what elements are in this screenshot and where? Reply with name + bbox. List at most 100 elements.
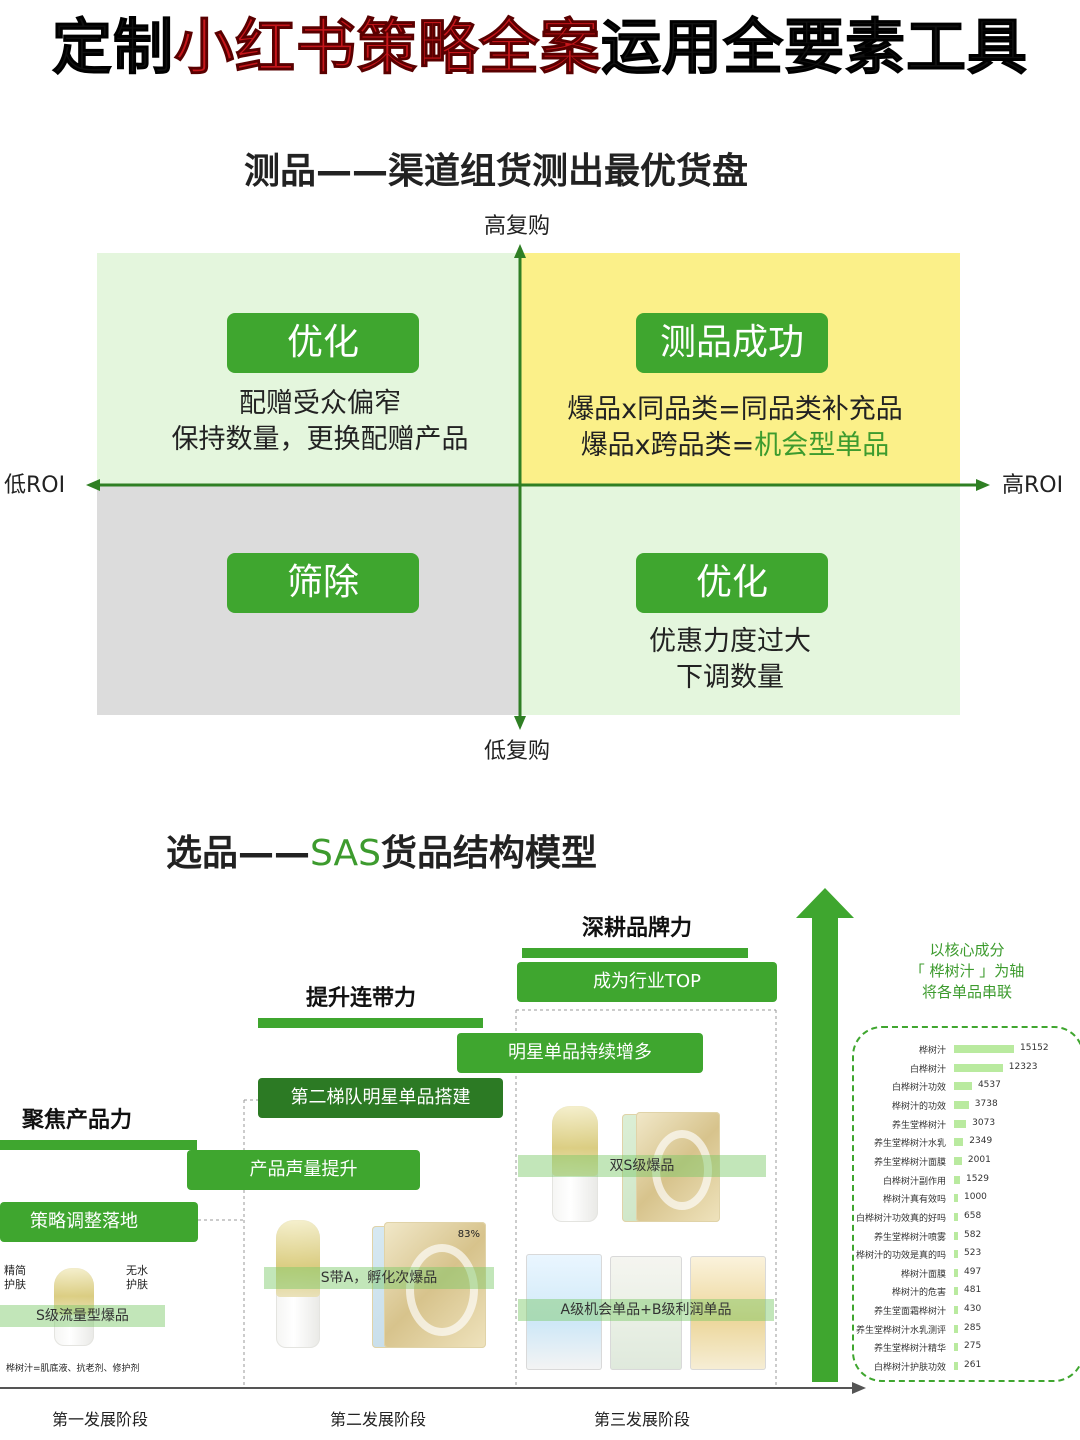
keyword-bar: [954, 1100, 969, 1109]
keyword-value: 2349: [969, 1136, 993, 1147]
stage3-thin-bar: [522, 948, 748, 958]
stage3-band-lower: A级机会单品+B级利润单品: [518, 1299, 774, 1321]
stage1-product-jar: [54, 1268, 94, 1346]
title-part-1: 定制: [52, 13, 174, 84]
matrix-axes: [86, 244, 990, 730]
keyword-bar: [954, 1082, 972, 1091]
keyword-label: 桦树汁的危害: [891, 1288, 946, 1299]
keyword-value: 1000: [964, 1192, 987, 1203]
keyword-bar: [954, 1175, 961, 1184]
note-left-line-1: 精简: [4, 1264, 26, 1277]
keyword-value: 285: [964, 1322, 982, 1333]
title-part-2: 小红书策略全案: [174, 13, 601, 84]
top-right-line-2-highlight: 机会型单品: [754, 430, 890, 461]
keyword-label: 白桦树汁功效真的好吗: [855, 1213, 946, 1224]
keyword-label: 养生堂桦树汁喷雾: [873, 1232, 946, 1243]
growth-arrow-icon: [796, 888, 854, 1382]
keyword-bar: [954, 1250, 958, 1259]
keyword-label: 养生堂面霜桦树汁: [873, 1307, 946, 1318]
stage2-band: S带A，孵化次爆品: [264, 1267, 494, 1289]
bottom-right-line-1: 优惠力度过大: [649, 626, 811, 657]
sas-title-highlight: SAS: [310, 833, 382, 874]
stage3-bar-top: 成为行业TOP: [517, 962, 777, 1002]
keyword-bar: [954, 1045, 1014, 1053]
sas-title-prefix: 选品——: [166, 833, 311, 874]
top-left-line-2: 保持数量，更换配赠产品: [171, 424, 469, 455]
keyword-label: 白桦树汁: [909, 1064, 946, 1075]
axis-label-left: 低ROI: [4, 473, 66, 498]
page-title: 定制小红书策略全案运用全要素工具: [0, 8, 1080, 88]
keyword-value: 481: [964, 1285, 982, 1296]
keyword-label: 白桦树汁副作用: [882, 1176, 946, 1187]
axis-label-bottom: 低复购: [484, 739, 551, 764]
matrix-title: 测品——渠道组货测出最优货盘: [244, 151, 749, 192]
side-note-line-2: 「 桦树汁 」为轴: [909, 962, 1025, 980]
stage1-head: 聚焦产品力: [22, 1108, 133, 1133]
keyword-label: 养生堂桦树汁面膜: [873, 1157, 946, 1168]
note-left-line-2: 护肤: [4, 1278, 26, 1291]
title-part-3: 运用全要素工具: [601, 13, 1028, 84]
quadrant-bottom-right-text: 优惠力度过大 下调数量: [560, 624, 900, 696]
stage3-product-jar: [552, 1106, 598, 1222]
keyword-label: 桦树汁: [918, 1046, 946, 1056]
keyword-bar: [954, 1324, 958, 1333]
quadrant-top-right-text: 爆品x同品类=同品类补充品 爆品x跨品类=机会型单品: [530, 392, 940, 464]
quadrant-top-left-text: 配赠受众偏窄 保持数量，更换配赠产品: [140, 386, 500, 458]
stage1-bar-lower: 策略调整落地: [0, 1202, 198, 1242]
keyword-label: 桦树汁面膜: [900, 1269, 946, 1280]
keyword-label: 养生堂桦树汁: [891, 1120, 946, 1131]
horizontal-axis-arrow-left: [86, 479, 100, 491]
keyword-bar: [954, 1156, 962, 1165]
stage1-band: S级流量型爆品: [0, 1305, 165, 1327]
stage3-band-upper: 双S级爆品: [518, 1155, 766, 1177]
bottom-right-line-2: 下调数量: [676, 662, 784, 693]
keyword-label: 养生堂桦树汁水乳: [873, 1139, 946, 1150]
keyword-bar: [954, 1231, 958, 1240]
mask-percent-label: 83%: [457, 1229, 480, 1240]
keyword-value: 275: [964, 1341, 982, 1352]
top-right-line-2-prefix: 爆品x跨品类=: [580, 430, 755, 461]
sas-title: 选品——SAS货品结构模型: [166, 824, 597, 876]
keyword-label: 桦树汁的功效是真的吗: [855, 1251, 946, 1262]
top-right-line-1: 爆品x同品类=同品类补充品: [567, 394, 903, 425]
keyword-bar: [954, 1212, 958, 1221]
top-right-line-2: 爆品x跨品类=机会型单品: [530, 428, 940, 464]
keyword-bar: [954, 1343, 958, 1352]
stage1-note-right: 无水护肤: [126, 1264, 148, 1292]
keyword-value: 497: [964, 1266, 982, 1277]
keyword-bar: [954, 1194, 958, 1203]
keyword-bar: [954, 1306, 958, 1315]
stage2-mask-front: 83%: [384, 1222, 486, 1348]
badge-top-right: 测品成功: [636, 313, 828, 373]
keyword-bar: [954, 1138, 964, 1147]
keyword-value: 4537: [977, 1080, 1001, 1091]
stage1-note-left: 精简护肤: [4, 1264, 26, 1292]
keyword-bar: [954, 1362, 958, 1371]
keyword-bar: [954, 1287, 958, 1296]
product-poster-1: [526, 1254, 602, 1370]
sas-title-suffix: 货品结构模型: [381, 833, 598, 874]
product-poster-3: [690, 1256, 766, 1370]
product-poster-2: [610, 1256, 682, 1370]
keyword-bar: [954, 1268, 958, 1277]
stage3-bar-mid: 明星单品持续增多: [457, 1033, 703, 1073]
keyword-label: 养生堂桦树汁水乳测评: [855, 1325, 946, 1336]
keyword-value: 3738: [974, 1098, 998, 1109]
axis-label-top: 高复购: [484, 214, 551, 239]
keyword-label: 白桦树汁功效: [891, 1083, 946, 1094]
side-note: 以核心成分 「 桦树汁 」为轴 将各单品串联: [886, 940, 1048, 1003]
keyword-value: 1529: [966, 1173, 989, 1184]
vertical-axis-arrow-down: [514, 716, 526, 730]
note-right-line-1: 无水: [126, 1264, 148, 1277]
stage2-product-jar: [276, 1220, 320, 1348]
keyword-bar: [954, 1063, 1003, 1072]
stage2-head: 提升连带力: [306, 986, 417, 1011]
keyword-value: 261: [964, 1360, 982, 1371]
keyword-value: 3073: [972, 1117, 996, 1128]
keyword-ranking-box: [852, 1026, 1080, 1382]
keyword-bar: [954, 1119, 967, 1128]
stage3-mask-front: [636, 1112, 720, 1222]
keyword-value: 523: [964, 1248, 982, 1259]
sas-structure-lines: [0, 1009, 866, 1394]
keyword-label: 白桦树汁护肤功效: [873, 1363, 946, 1374]
